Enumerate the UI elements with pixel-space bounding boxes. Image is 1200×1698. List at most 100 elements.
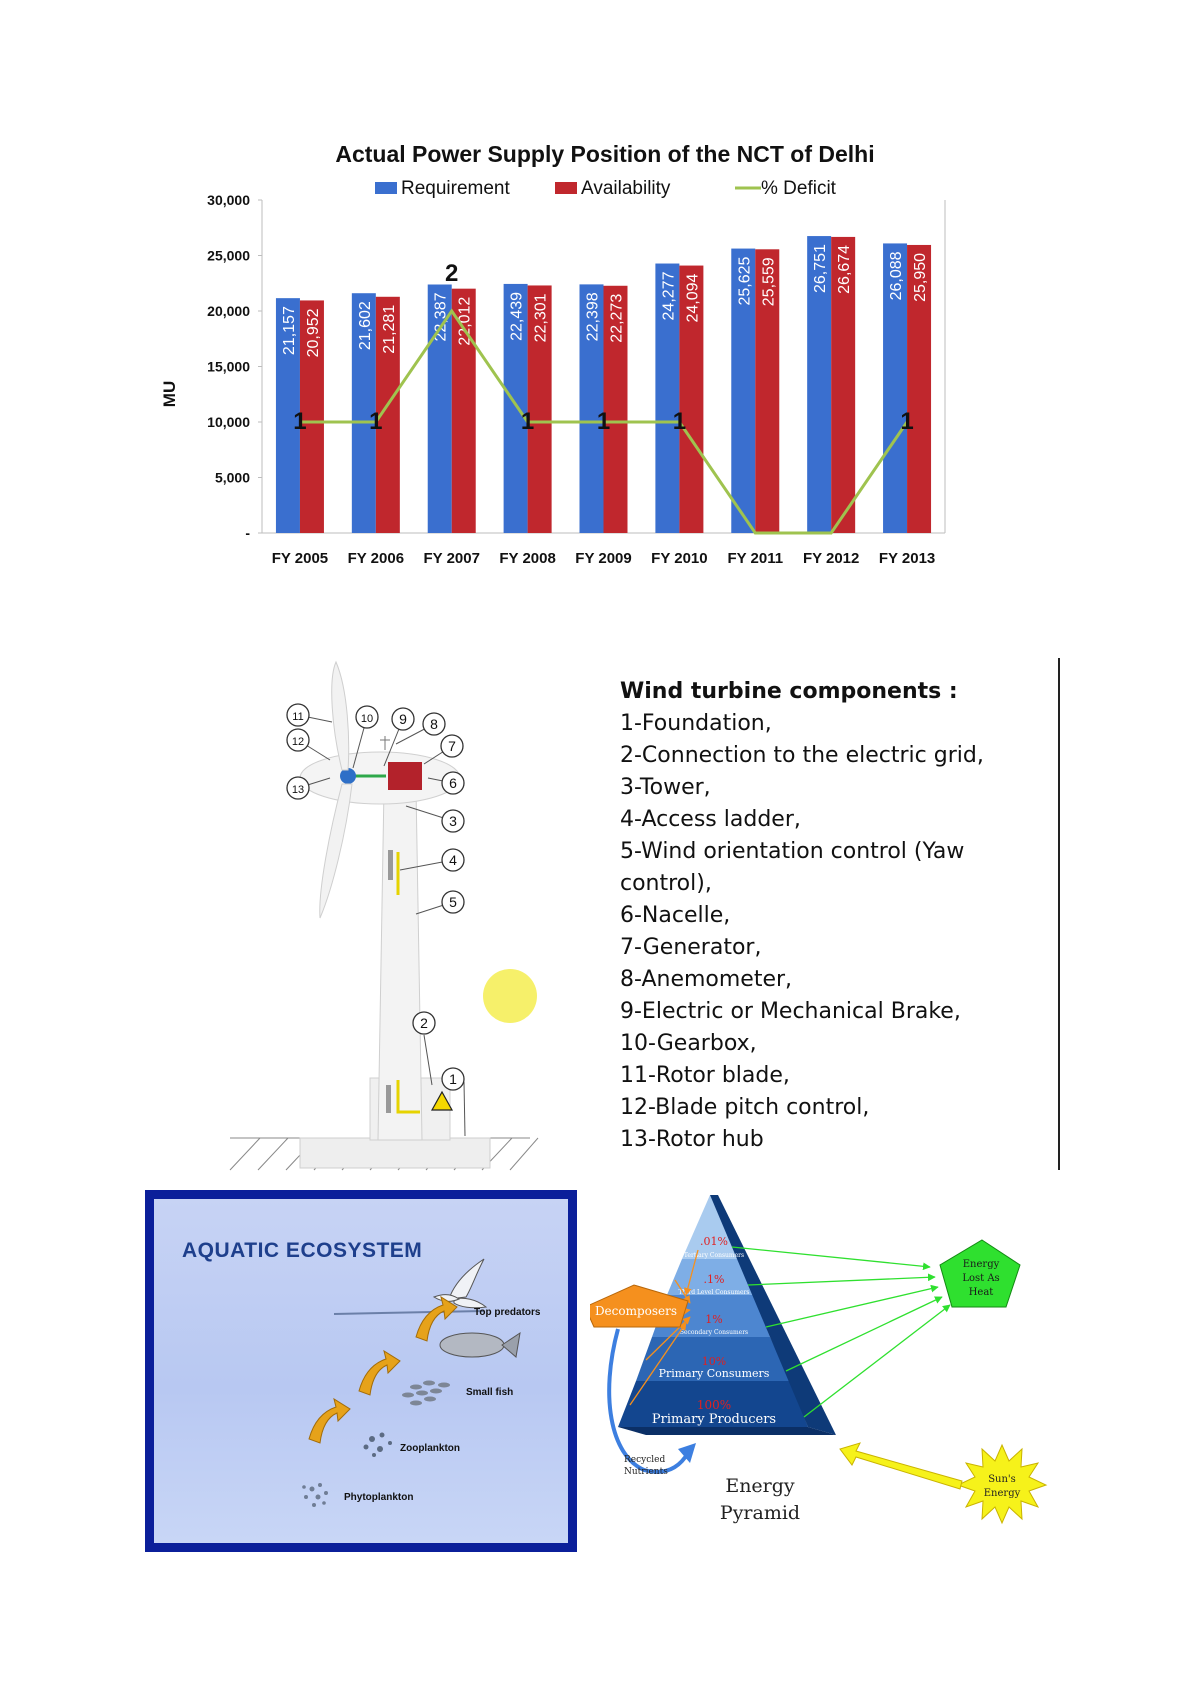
callout-number: 4 xyxy=(449,852,457,868)
deficit-label: 2 xyxy=(445,260,458,287)
component-item: 7-Generator, xyxy=(620,935,762,960)
wind-turbine-components: Wind turbine components : 1-Foundation,2… xyxy=(620,676,1040,1156)
bar-label-availability: 22,301 xyxy=(533,293,550,342)
callout-circle xyxy=(441,1067,465,1091)
y-tick-label: 15,000 xyxy=(207,359,250,375)
bar-label-availability: 24,094 xyxy=(684,273,701,322)
pyramid-caption-1: Energy xyxy=(725,1475,795,1497)
callout-number: 2 xyxy=(420,1015,428,1031)
bar-availability xyxy=(679,265,704,533)
label-phytoplankton: Phytoplankton xyxy=(344,1492,413,1503)
heat-label-1: Energy xyxy=(963,1259,1000,1270)
recycled-label-1: Recycled xyxy=(624,1455,665,1465)
pyramid-percent: 10% xyxy=(702,1355,726,1368)
sun-arrow xyxy=(839,1442,963,1490)
component-item: 13-Rotor hub xyxy=(620,1127,764,1152)
vertical-rule xyxy=(1058,658,1060,1170)
bar-label-availability: 26,674 xyxy=(836,245,853,294)
seagull-icon xyxy=(432,1258,488,1309)
bar-requirement xyxy=(807,236,832,533)
component-item: 9-Electric or Mechanical Brake, xyxy=(620,999,961,1024)
nacelle xyxy=(299,751,461,805)
legend-swatch xyxy=(555,182,577,194)
x-tick-label: FY 2008 xyxy=(499,550,555,567)
pyramid-level-1 xyxy=(618,1381,808,1427)
bar-requirement xyxy=(503,283,528,533)
pyramid-level-name: Primary Consumers xyxy=(659,1367,770,1380)
pyramid-level-name: Third Level Consumers xyxy=(679,1289,750,1296)
legend-label: Availability xyxy=(581,178,671,199)
bar-label-requirement: 24,277 xyxy=(660,271,677,320)
aquatic-ecosystem-slide: AQUATIC ECOSYSTEM xyxy=(154,1199,568,1543)
x-tick-label: FY 2012 xyxy=(803,550,859,567)
component-list: 1-Foundation,2-Connection to the electri… xyxy=(620,708,1040,1156)
legend-label: Requirement xyxy=(401,178,510,199)
bar-label-requirement: 22,439 xyxy=(509,292,526,341)
chart-legend: Requirement Availability % Deficit xyxy=(375,178,837,199)
callout-number: 12 xyxy=(292,736,304,748)
callout-circle xyxy=(441,890,465,914)
pyramid-percent: 1% xyxy=(705,1313,722,1326)
chart-plot-area: 30,00025,00020,00015,00010,0005,000-21,1… xyxy=(207,192,946,567)
bar-requirement xyxy=(579,284,604,533)
callout-circle xyxy=(422,712,446,736)
callout-number: 13 xyxy=(292,784,304,796)
deficit-label: 1 xyxy=(521,408,534,435)
rotor-hub xyxy=(340,768,356,784)
x-tick-label: FY 2010 xyxy=(651,550,707,567)
decomposers-label: Decomposers xyxy=(595,1304,677,1318)
heat-label-2: Lost As xyxy=(962,1273,999,1284)
pyramid-percent: .01% xyxy=(700,1235,728,1248)
label-zooplankton: Zooplankton xyxy=(400,1443,460,1454)
component-item: 10-Gearbox, xyxy=(620,1031,757,1056)
pyramid-base xyxy=(618,1427,836,1435)
bar-label-availability: 22,273 xyxy=(609,294,626,343)
chart-title: Actual Power Supply Position of the NCT … xyxy=(335,141,874,167)
bar-availability xyxy=(527,285,552,533)
recycled-arrow xyxy=(607,1328,690,1474)
bar-availability xyxy=(603,285,628,533)
callout-number: 6 xyxy=(449,775,457,791)
sun-label-1: Sun's xyxy=(988,1474,1016,1485)
grid-connection-line xyxy=(396,1080,420,1114)
legend-label: % Deficit xyxy=(761,178,837,199)
component-item: 1-Foundation, xyxy=(620,711,772,736)
bar-availability xyxy=(831,236,856,533)
x-tick-label: FY 2007 xyxy=(424,550,480,567)
bar-label-requirement: 22,398 xyxy=(585,292,602,341)
bar-label-availability: 22,012 xyxy=(457,297,474,346)
heat-label-3: Heat xyxy=(969,1287,994,1298)
component-item: 8-Anemometer, xyxy=(620,967,793,992)
callout-circle xyxy=(440,734,464,758)
pyramid-level-5 xyxy=(682,1195,738,1259)
bar-requirement xyxy=(655,263,680,533)
component-item: 11-Rotor blade, xyxy=(620,1063,790,1088)
callout-circle xyxy=(412,1011,436,1035)
bar-label-availability: 25,950 xyxy=(912,253,929,302)
foundation xyxy=(299,1137,491,1169)
label-small-fish: Small fish xyxy=(466,1387,513,1398)
fish-icon xyxy=(439,1331,521,1358)
callout-circle xyxy=(441,809,465,833)
pyramid-level-name: Secondary Consumers xyxy=(680,1329,748,1336)
heat-arrows xyxy=(731,1246,951,1418)
callout-circle xyxy=(286,776,310,800)
bar-availability xyxy=(299,300,324,533)
pyramid-percent: 100% xyxy=(697,1398,731,1412)
generator xyxy=(388,762,422,790)
base-ladder xyxy=(386,1085,391,1113)
power-supply-chart: Actual Power Supply Position of the NCT … xyxy=(160,141,946,567)
pyramid-labels: .01%Tertiary Consumers.1%Third Level Con… xyxy=(652,1235,776,1427)
deficit-label: 1 xyxy=(900,408,913,435)
sun-label-2: Energy xyxy=(984,1488,1021,1499)
bar-label-availability: 21,281 xyxy=(381,305,398,354)
y-tick-label: 30,000 xyxy=(207,192,250,208)
legend-swatch xyxy=(375,182,397,194)
deficit-label: 1 xyxy=(293,408,306,435)
component-item: 4-Access ladder, xyxy=(620,807,801,832)
y-tick-label: - xyxy=(245,525,250,541)
callout-number: 7 xyxy=(448,738,456,754)
rotor-blade-top xyxy=(331,660,350,771)
phytoplankton-icon xyxy=(302,1483,328,1507)
bar-label-availability: 25,559 xyxy=(760,257,777,306)
